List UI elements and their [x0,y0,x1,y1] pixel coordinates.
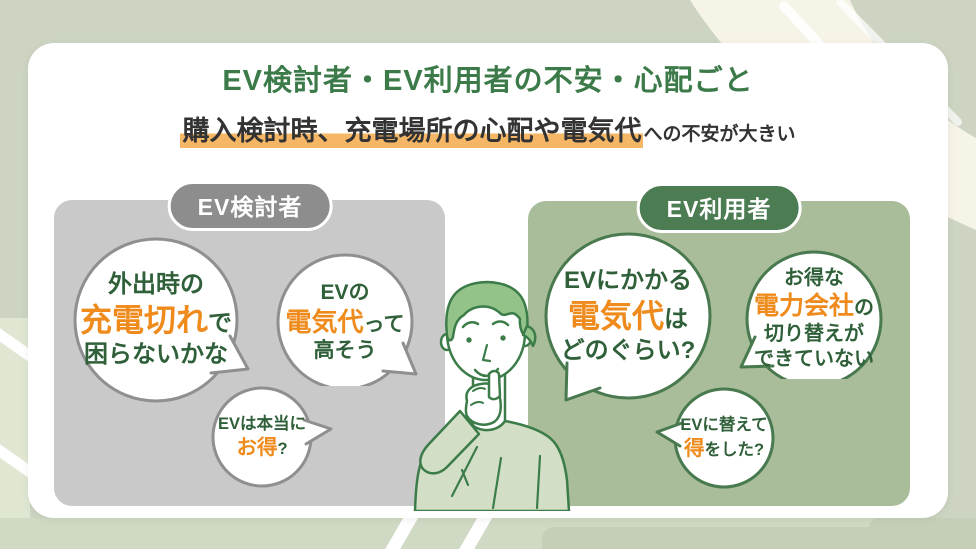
speech-bubble-shape [276,253,418,386]
bubble-really-worth-it: EVは本当に お得? [204,379,340,495]
bubble-em-text: 電力会社 [753,291,854,320]
bubble-line: 困らないかな [84,341,228,368]
bubble-switched-savings: EVに替えて 得をした? [653,380,783,496]
bubble-charge-run-out: 外出時の 充電切れで 困らないかな [64,228,260,412]
subtitle: 購入検討時、充電場所の心配や電気代への不安が大きい [28,109,948,148]
bubble-line: をした? [704,440,765,459]
bubble-line: EVにかかる [563,267,692,294]
bubble-line: できていない [754,348,874,371]
speech-bubble-shape [739,250,883,379]
bubble-line: ? [277,439,288,458]
speech-bubble-shape [655,387,775,489]
decor-bottom-dark-corner [869,518,976,549]
bubble-line: って [363,312,405,336]
bubble-em-text: 電気代 [285,306,364,337]
bubble-line: 高そう [313,339,377,363]
bubble-line: EVに替えて [680,415,768,434]
speech-bubble-shape [544,232,712,402]
bubble-line: EVの [320,280,370,304]
thinking-person-illustration [413,280,571,511]
ev-considerer-label: EV検討者 [167,181,333,231]
speech-bubble-shape [211,386,333,488]
bubble-electricity-expensive: EVの 電気代って 高そう [269,246,425,386]
bubble-em-text: 充電切れ [79,302,208,338]
bubble-line: で [208,310,232,337]
bubble-line: お得な [784,266,844,289]
ev-user-label: EV利用者 [636,183,802,233]
bubble-line: は [664,306,688,333]
subtitle-highlight: 購入検討時、充電場所の心配や電気代 [180,116,644,148]
bubble-em-text: 得 [683,436,705,460]
page-title: EV検討者・EV利用者の不安・心配ごと [222,65,754,97]
bubble-cost-how-much: EVにかかる 電気代は どのぐらい? [536,224,720,408]
bubble-line: 切り替えが [764,323,864,346]
decor-bottom-dark-band [542,527,976,549]
speech-bubble-shape [73,237,250,403]
bubble-line: EVは本当に [217,414,306,433]
bubble-em-text: お得 [236,435,278,459]
bubble-em-text: 電気代 [567,298,664,334]
bubble-line: どのぐらい? [560,337,696,364]
bubble-line: の [854,296,874,319]
bubble-line: 外出時の [108,271,204,298]
subtitle-rest: への不安が大きい [643,124,796,145]
bubble-power-company-switch: お得な 電力会社の 切り替えが できていない [738,243,890,379]
decor-left-leaf-band [0,318,42,549]
